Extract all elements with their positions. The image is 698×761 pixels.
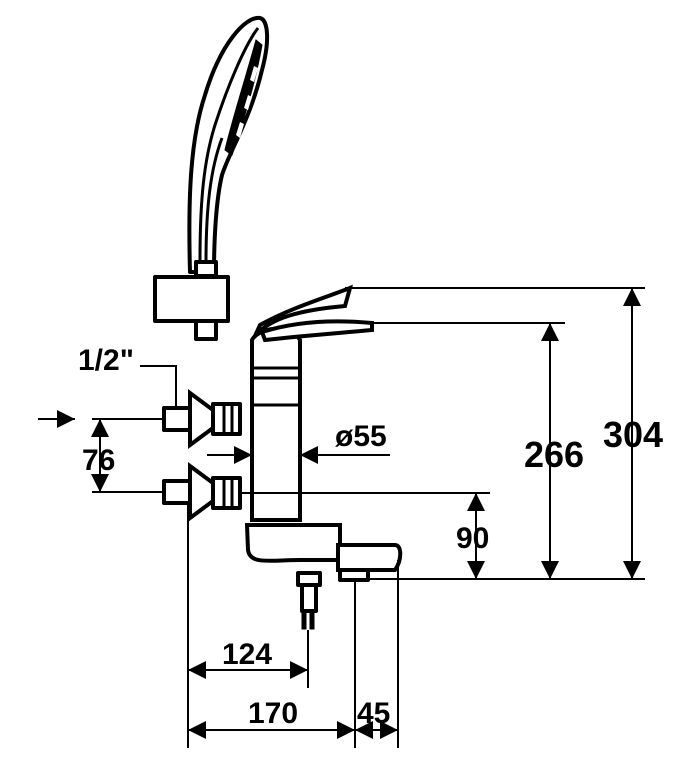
wall-to-body-front-label: 170 — [248, 697, 298, 730]
dimension-labels: 1/2" 76 ø55 266 304 90 124 170 45 — [78, 344, 663, 730]
hose-outlet — [296, 571, 322, 630]
lower-inlet-height-label: 90 — [456, 522, 489, 555]
lower-inlet — [162, 462, 242, 522]
thread-size-label: 1/2" — [78, 344, 134, 377]
spout-height-label: 266 — [524, 434, 584, 475]
shower-holder — [153, 275, 230, 341]
upper-inlet — [162, 389, 242, 449]
spout-width-label: 45 — [357, 697, 390, 730]
wall-to-outlet-label: 124 — [222, 638, 272, 671]
hand-shower — [187, 15, 269, 278]
body-diameter-label: ø55 — [335, 420, 387, 453]
dimension-lines — [38, 287, 645, 748]
inlet-spacing-label: 76 — [82, 444, 115, 477]
total-height-label: 304 — [603, 414, 663, 455]
